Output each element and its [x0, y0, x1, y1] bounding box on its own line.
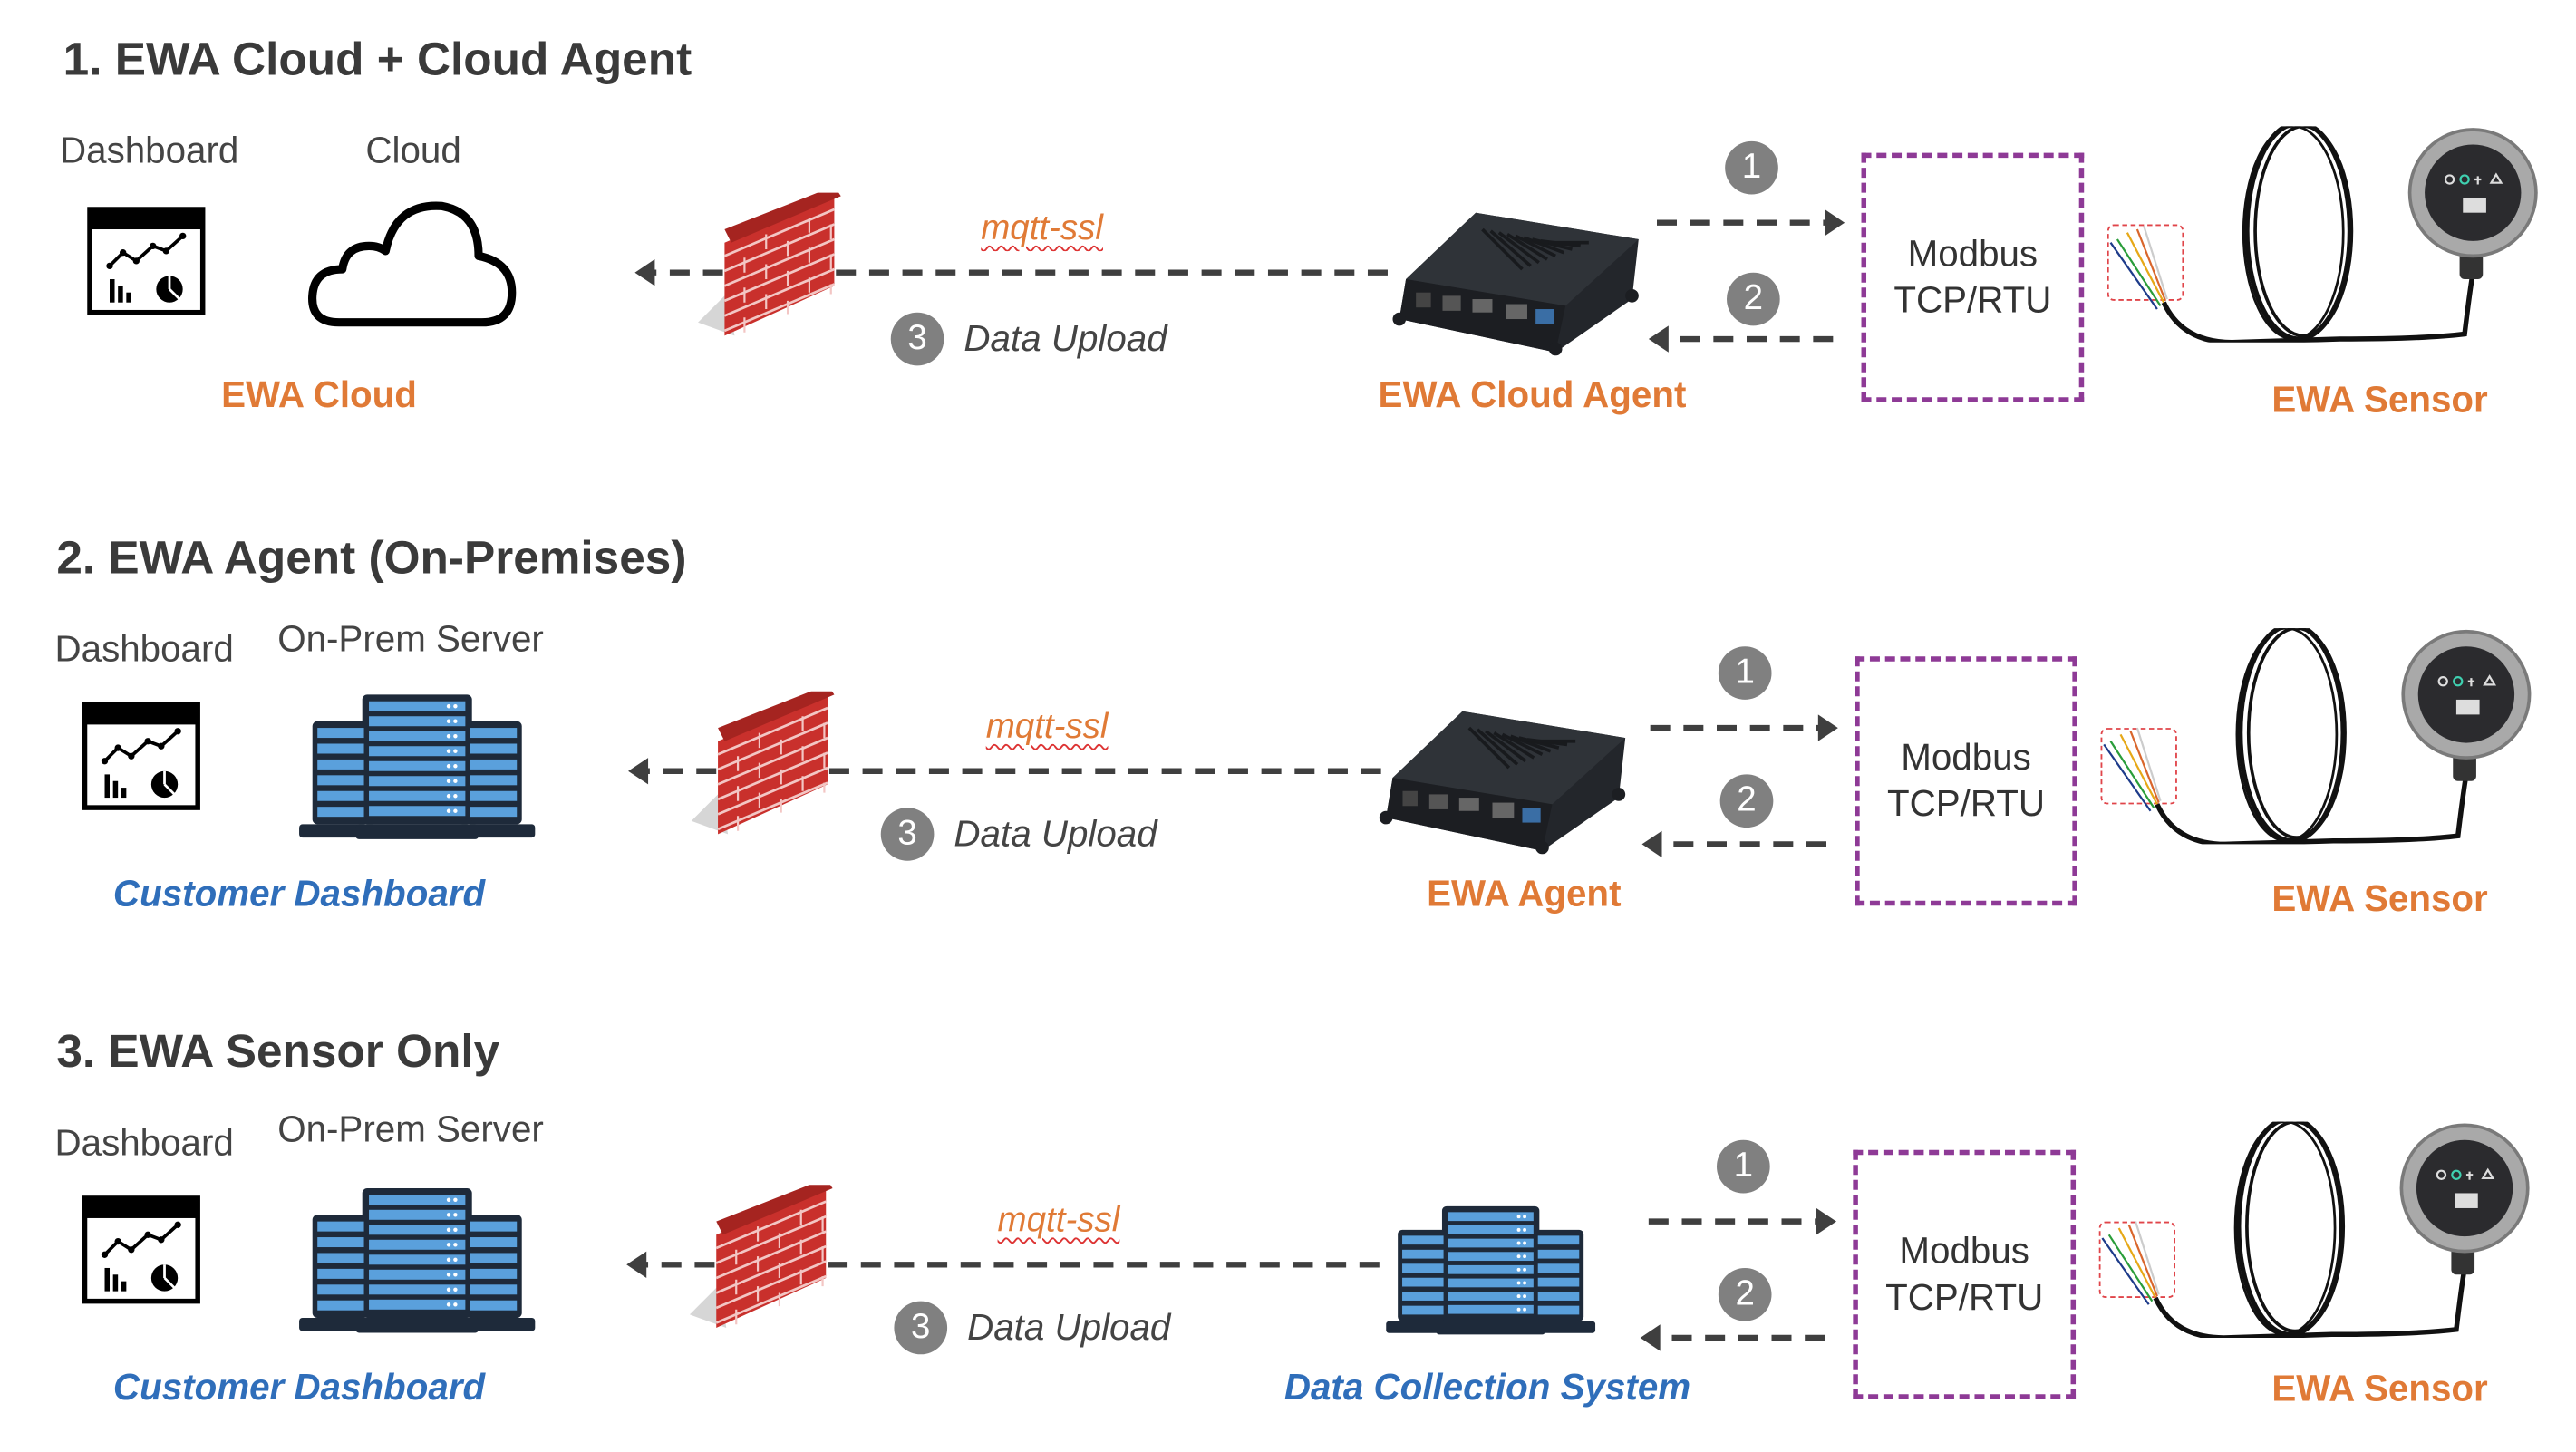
protocol-text: mqtt-ssl	[981, 209, 1103, 248]
dashboard-icon	[82, 1195, 201, 1312]
modbus-label: Modbus	[1901, 736, 2031, 779]
tcp-rtu-label: TCP/RTU	[1886, 782, 2046, 825]
response-arrow	[1629, 319, 1854, 367]
protocol-label: mqtt-ssl	[981, 209, 1103, 249]
step-1-badge: 1	[1717, 1139, 1770, 1194]
server-label: On-Prem Server	[277, 618, 544, 660]
dashboard-label: Dashboard	[54, 628, 234, 670]
firewall-icon	[688, 684, 838, 847]
step-2-badge: 2	[1719, 774, 1774, 828]
left-caption: EWA Cloud	[221, 373, 417, 416]
sensor-caption: EWA Sensor	[2271, 877, 2488, 919]
protocol-label: mqtt-ssl	[986, 708, 1109, 748]
wire-terminal-highlight	[2098, 1221, 2176, 1298]
server-label: On-Prem Server	[277, 1108, 544, 1150]
protocol-label: mqtt-ssl	[998, 1202, 1120, 1242]
ewa-sensor-icon	[2082, 1116, 2539, 1347]
data-upload-label: Data Upload	[954, 812, 1157, 855]
agent-device-icon	[1390, 203, 1649, 364]
ewa-sensor-icon	[2091, 120, 2548, 351]
dashboard-icon	[86, 206, 206, 324]
modbus-label: Modbus	[1907, 232, 2039, 275]
server-icon	[299, 692, 536, 849]
step-3-badge: 3	[894, 1301, 948, 1355]
middle-caption: EWA Agent	[1427, 872, 1622, 915]
section-title: 3. EWA Sensor Only	[56, 1025, 500, 1078]
agent-device-icon	[1376, 702, 1635, 863]
tcp-rtu-label: TCP/RTU	[1885, 1276, 2044, 1318]
wire-terminal-highlight	[2106, 224, 2184, 301]
ewa-sensor-icon	[2084, 622, 2541, 853]
data-upload-label: Data Upload	[967, 1306, 1171, 1348]
cloud-icon	[305, 196, 521, 337]
step-1-badge: 1	[1725, 140, 1778, 195]
modbus-label: Modbus	[1899, 1229, 2029, 1272]
dashboard-icon	[82, 702, 201, 819]
cloud-label: Cloud	[365, 130, 461, 171]
step-2-badge: 2	[1718, 1267, 1772, 1321]
firewall-icon	[694, 186, 844, 348]
step-3-badge: 3	[880, 808, 935, 861]
protocol-text: mqtt-ssl	[997, 1201, 1120, 1240]
sensor-caption: EWA Sensor	[2271, 379, 2488, 421]
dashboard-label: Dashboard	[60, 130, 239, 171]
server-icon	[299, 1185, 536, 1342]
left-caption: Customer Dashboard	[112, 872, 486, 915]
data-upload-label: Data Upload	[964, 317, 1167, 360]
step-2-badge: 2	[1727, 272, 1780, 326]
section-title: 1. EWA Cloud + Cloud Agent	[63, 33, 692, 85]
response-arrow	[1621, 1318, 1845, 1366]
request-arrow	[1631, 708, 1858, 756]
sensor-caption: EWA Sensor	[2271, 1367, 2488, 1409]
step-3-badge: 3	[890, 312, 944, 366]
wire-terminal-highlight	[2100, 728, 2177, 805]
section-title: 2. EWA Agent (On-Premises)	[56, 531, 687, 584]
request-arrow	[1629, 1202, 1856, 1250]
tcp-rtu-label: TCP/RTU	[1893, 279, 2052, 321]
data-collection-server-icon	[1386, 1195, 1596, 1352]
request-arrow	[1637, 203, 1864, 251]
protocol-text: mqtt-ssl	[985, 708, 1109, 747]
step-1-badge: 1	[1718, 646, 1772, 700]
left-caption: Customer Dashboard	[112, 1366, 486, 1408]
middle-caption: EWA Cloud Agent	[1378, 373, 1687, 416]
dashboard-label: Dashboard	[54, 1121, 234, 1164]
response-arrow	[1622, 824, 1846, 872]
middle-caption: Data Collection System	[1283, 1366, 1691, 1408]
firewall-icon	[686, 1177, 836, 1340]
